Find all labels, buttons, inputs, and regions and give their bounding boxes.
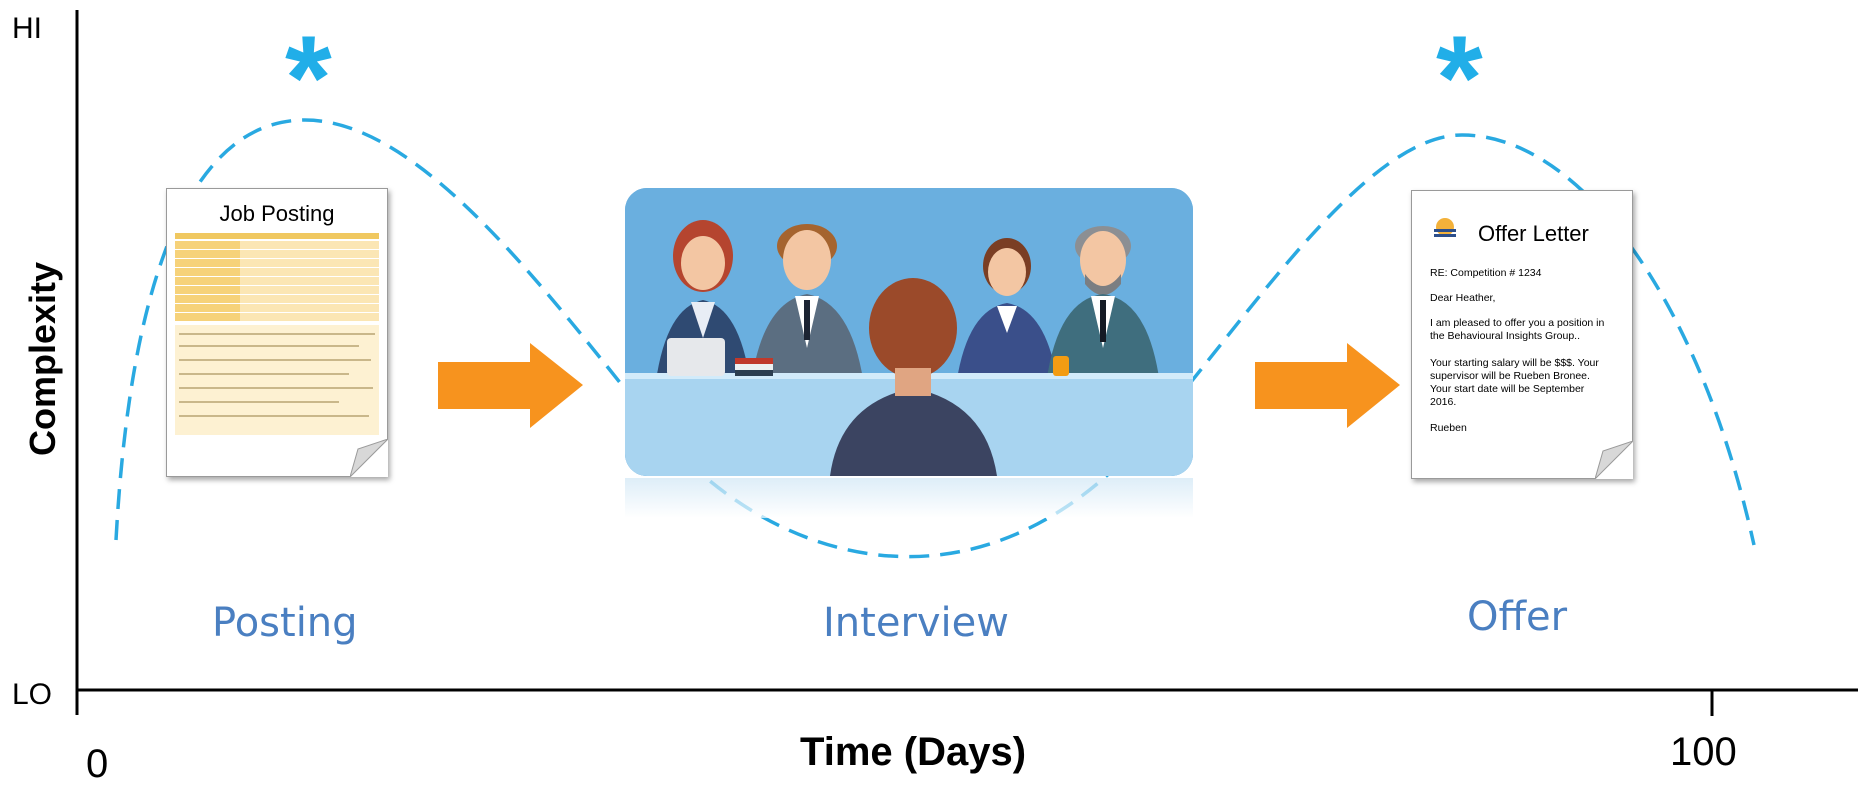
job-posting-body xyxy=(175,233,379,435)
offer-letter-signature: Rueben xyxy=(1430,422,1467,434)
page-curl-icon xyxy=(350,439,388,477)
offer-letter-para2: Your starting salary will be $$$. Your s… xyxy=(1430,357,1599,409)
page-curl-icon xyxy=(1595,441,1633,479)
arrow-posting-to-interview xyxy=(438,343,583,428)
interviewer-2-figure xyxy=(750,224,865,393)
interview-reflection xyxy=(625,478,1193,518)
job-posting-title: Job Posting xyxy=(219,201,335,226)
x-axis-title: Time (Days) xyxy=(800,730,1027,774)
offer-letter-re: RE: Competition # 1234 xyxy=(1430,267,1542,279)
stage-label-posting: Posting xyxy=(212,600,358,646)
x-axis-start-label: 0 xyxy=(86,742,109,786)
offer-letter-title: Offer Letter xyxy=(1478,221,1589,246)
interviewer-4-figure xyxy=(1045,226,1161,393)
posting-asterisk: * xyxy=(285,11,332,145)
offer-letter-para1: I am pleased to offer you a position in … xyxy=(1430,317,1605,343)
x-axis-end-label: 100 xyxy=(1670,730,1737,774)
y-axis-title: Complexity xyxy=(22,261,63,456)
offer-letter-greeting: Dear Heather, xyxy=(1430,292,1496,304)
stage-label-interview: Interview xyxy=(823,600,1009,646)
stage-label-offer: Offer xyxy=(1467,594,1568,640)
interview-illustration xyxy=(625,188,1193,476)
y-axis-hi-label: HI xyxy=(12,12,42,45)
bc-logo-icon xyxy=(1430,215,1460,245)
interview-scene-svg xyxy=(625,188,1193,476)
job-posting-document: Job Posting xyxy=(166,188,388,477)
complexity-curve xyxy=(114,118,1756,559)
offer-letter-document: Offer Letter RE: Competition # 1234 Dear… xyxy=(1411,190,1633,479)
candidate-figure xyxy=(830,278,997,476)
interviewer-3-figure xyxy=(955,238,1059,393)
y-axis-lo-label: LO xyxy=(12,678,53,711)
offer-asterisk: * xyxy=(1436,11,1483,145)
arrow-interview-to-offer xyxy=(1255,343,1400,428)
